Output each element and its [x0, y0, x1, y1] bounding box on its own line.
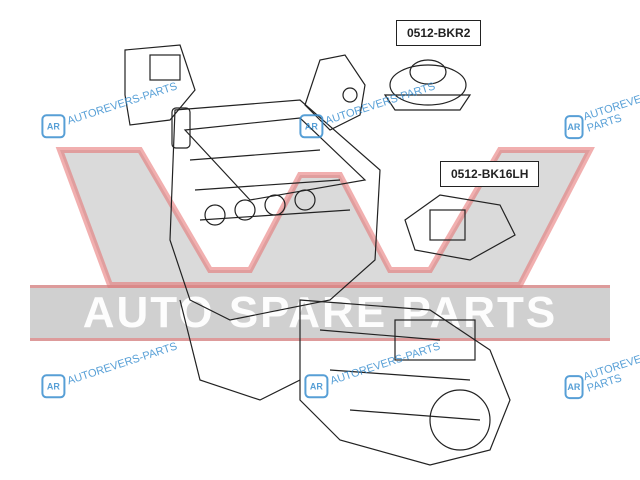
- engine-block: [169, 99, 381, 401]
- part-label-0512-bkr2: 0512-BKR2: [396, 20, 482, 46]
- part-label-0512-bk16lh: 0512-BK16LH: [440, 161, 540, 187]
- transmission: [299, 299, 511, 466]
- mount-0512-bk16lh: [404, 194, 516, 261]
- logo-watermark-text: AUTO SPARE PARTS: [30, 285, 610, 341]
- mount-0512-bkr2: [383, 59, 472, 111]
- mount-center: [304, 54, 366, 131]
- mount-left: [124, 44, 196, 126]
